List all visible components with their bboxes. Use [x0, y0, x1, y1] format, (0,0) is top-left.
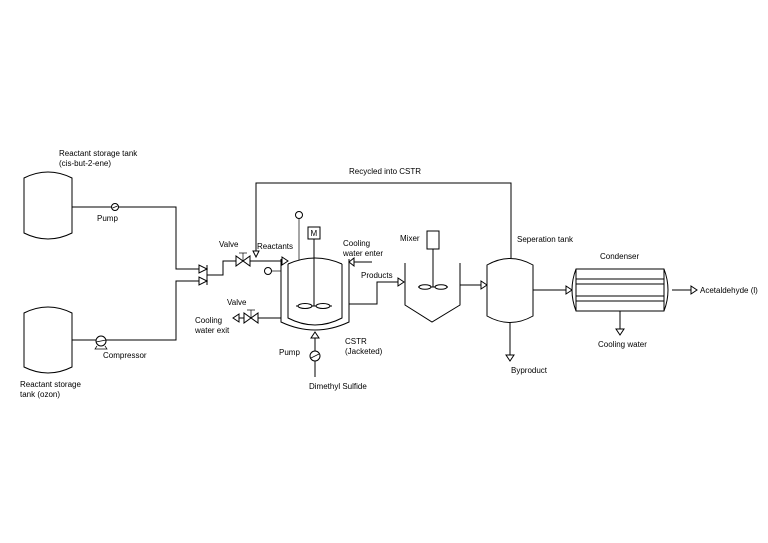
condenser-unit [571, 268, 669, 312]
bottom-pump-icon [309, 350, 321, 362]
cstr-reactor [280, 257, 350, 331]
cooling-exit-label: Cooling [195, 316, 222, 325]
reactants-label: Reactants [257, 242, 293, 251]
outlet-valve-label: Valve [227, 298, 247, 307]
butene-feed-line [72, 206, 199, 270]
products-arrow [397, 277, 405, 287]
butene-storage-tank [23, 171, 73, 240]
reactor-agitator-icon [296, 239, 332, 309]
mixer-vessel [404, 263, 461, 323]
reactants-arrow [281, 256, 289, 266]
condenser-feed-arrow [565, 285, 573, 295]
mixer-outlet-arrow [480, 280, 488, 290]
separation-tank [486, 258, 534, 323]
cooling-enter-sublabel: water enter [342, 249, 383, 258]
condenser-label: Condenser [600, 252, 639, 261]
top-pump-label: Pump [97, 214, 118, 223]
top-pump-icon [111, 203, 119, 211]
condenser-cooling-arrow [615, 328, 625, 336]
inlet-valve-label: Valve [219, 240, 239, 249]
butene-tank-sublabel: (cis-but-2-ene) [59, 159, 111, 168]
compressor-icon [94, 335, 108, 350]
products-line [349, 281, 400, 305]
butene-tank-label: Reactant storage tank [59, 149, 138, 158]
cooling-exit-sublabel: water exit [194, 326, 230, 335]
ozone-tank-label: Reactant storage [20, 380, 81, 389]
reactor-motor-icon: M [307, 226, 321, 240]
acetaldehyde-label: Acetaldehyde (l) [700, 286, 758, 295]
recycle-label: Recycled into CSTR [349, 167, 421, 176]
compressor-label: Compressor [103, 351, 147, 360]
cooling-water-enter-arrow [348, 256, 355, 268]
inlet-valve-icon [235, 252, 251, 267]
recycle-arrow [252, 250, 260, 259]
separation-tank-label: Seperation tank [517, 235, 574, 244]
cooling-water-exit-arrow [232, 313, 240, 323]
condenser-cooling-label: Cooling water [598, 340, 647, 349]
acetaldehyde-outlet-arrow [690, 285, 698, 295]
byproduct-arrow [505, 354, 515, 362]
temperature-indicator-icon [264, 267, 281, 275]
dms-label: Dimethyl Sulfide [309, 382, 367, 391]
byproduct-label: Byproduct [511, 366, 548, 375]
ozone-tank-sublabel: tank (ozon) [20, 390, 60, 399]
cstr-label: CSTR [345, 337, 367, 346]
level-indicator-icon [295, 211, 303, 260]
reactor-motor-label: M [311, 229, 318, 238]
mixer-label: Mixer [400, 234, 420, 243]
mixer-motor-icon [418, 230, 448, 290]
outlet-valve-icon [243, 309, 259, 324]
recycle-line [255, 182, 512, 258]
cooling-enter-label: Cooling [343, 239, 370, 248]
cstr-sublabel: (Jacketed) [345, 347, 383, 356]
products-label: Products [361, 271, 393, 280]
mixing-check-valves [198, 260, 236, 286]
ozone-feed-line [72, 280, 199, 341]
ozone-storage-tank [23, 306, 73, 374]
bottom-pump-label: Pump [279, 348, 300, 357]
dms-feed-arrow [310, 331, 320, 339]
